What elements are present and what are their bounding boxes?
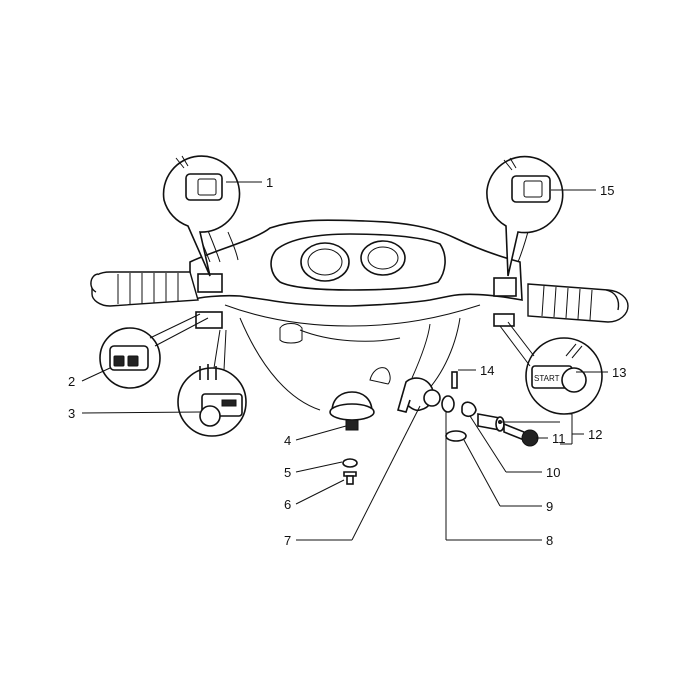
washer	[342, 458, 358, 468]
start-button-label: START	[534, 374, 560, 383]
right-handgrip	[527, 283, 629, 323]
callout-3: 3	[68, 406, 75, 421]
callout-7: 7	[284, 533, 291, 548]
callout-labels: 1 2 3 4 5 6 7 8 9 10 11 12 13 14 15	[68, 175, 626, 548]
bubble-horn-button	[177, 329, 247, 437]
callout-13: 13	[612, 365, 626, 380]
bubble-start-button: START	[499, 321, 603, 415]
callout-10: 10	[546, 465, 560, 480]
callout-9: 9	[546, 499, 553, 514]
bubble-left-small-switch	[99, 313, 209, 389]
ignition-switch	[397, 377, 441, 413]
callout-12: 12	[588, 427, 602, 442]
bubble-right-switch	[486, 155, 564, 277]
roll-pin	[451, 371, 458, 389]
leader-lines	[81, 181, 608, 541]
handlebar-cover	[189, 219, 531, 411]
callout-6: 6	[284, 497, 291, 512]
left-lower-switch-seat	[195, 311, 223, 329]
lock-ring	[441, 395, 455, 413]
lock-bushing	[461, 401, 477, 418]
callout-5: 5	[284, 465, 291, 480]
screw	[343, 471, 357, 485]
callout-15: 15	[600, 183, 614, 198]
callout-4: 4	[284, 433, 291, 448]
bubble-left-light-switch	[162, 155, 241, 277]
callout-2: 2	[68, 374, 75, 389]
horn	[329, 391, 375, 431]
callout-14: 14	[480, 363, 494, 378]
seal-ring	[445, 430, 467, 442]
left-upper-switch-seat	[197, 273, 223, 293]
key	[503, 422, 539, 447]
callout-1: 1	[266, 175, 273, 190]
lock-cylinder	[477, 413, 505, 432]
left-handgrip	[90, 271, 199, 307]
callout-11: 11	[552, 431, 566, 446]
callout-8: 8	[546, 533, 553, 548]
right-lower-switch-seat	[493, 313, 515, 327]
right-upper-switch-seat	[493, 277, 517, 297]
